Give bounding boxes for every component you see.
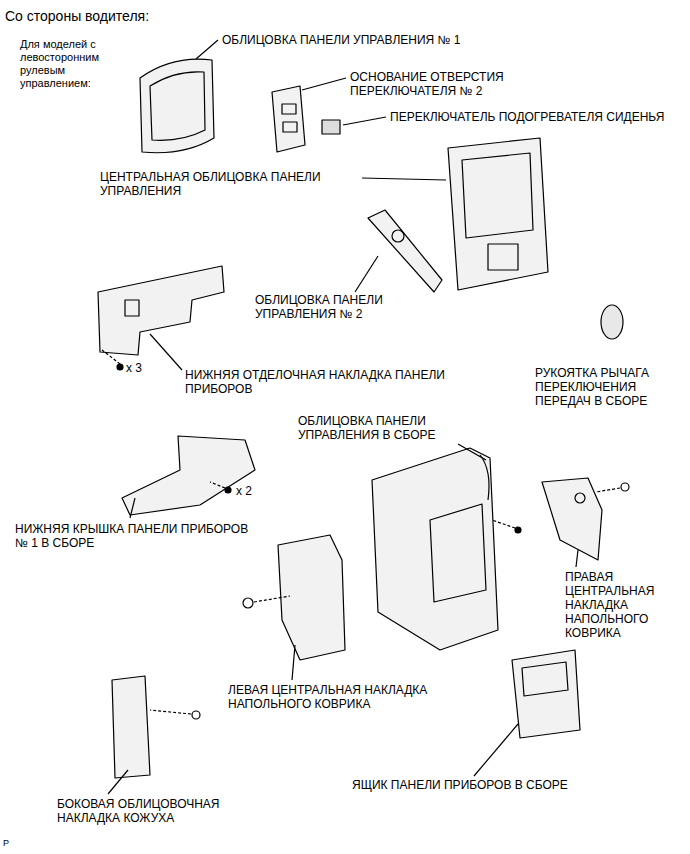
leader-line: [474, 724, 518, 776]
switch-base-2: [272, 86, 305, 152]
console-trim: [372, 448, 521, 650]
part-label: НИЖНЯЯ ОТДЕЛОЧНАЯ НАКЛАДКА ПАНЕЛИ ПРИБОР…: [185, 368, 475, 396]
lower-cover-1: [122, 436, 255, 515]
leader-line: [576, 550, 578, 567]
part-label: x 2: [236, 484, 276, 498]
gear-knob: [601, 305, 623, 339]
left-floor-trim: [243, 535, 345, 660]
part-label: РУКОЯТКА РЫЧАГА ПЕРЕКЛЮЧЕНИЯ ПЕРЕДАЧ В С…: [535, 366, 685, 408]
leader-line: [130, 498, 135, 518]
leader-line: [108, 770, 128, 794]
center-cluster-trim: [448, 138, 548, 290]
side-shroud: [112, 676, 200, 778]
panel-trim-1: [140, 59, 214, 153]
part-label: ЛЕВАЯ ЦЕНТРАЛЬНАЯ НАКЛАДКА НАПОЛЬНОГО КО…: [228, 683, 428, 711]
lower-finish-panel: [98, 266, 224, 370]
right-floor-trim: [542, 478, 629, 560]
part-label: ПРАВАЯ ЦЕНТРАЛЬНАЯ НАКЛАДКА НАПОЛЬНОГО К…: [565, 570, 685, 640]
leader-line: [292, 645, 295, 680]
part-label: ОБЛИЦОВКА ПАНЕЛИ УПРАВЛЕНИЯ № 1: [222, 33, 522, 47]
part-label: P: [3, 838, 23, 849]
part-label: x 3: [126, 361, 166, 375]
part-label: ОБЛИЦОВКА ПАНЕЛИ УПРАВЛЕНИЯ В СБОРЕ: [298, 414, 483, 442]
part-label: Для моделей с левосторонним рулевым упра…: [20, 38, 115, 90]
part-label: БОКОВАЯ ОБЛИЦОВОЧНАЯ НАКЛАДКА КОЖУХА: [57, 797, 267, 825]
leader-line: [150, 334, 182, 370]
seat-heater-switch: [322, 120, 340, 134]
part-label: ПЕРЕКЛЮЧАТЕЛЬ ПОДОГРЕВАТЕЛЯ СИДЕНЬЯ: [390, 110, 680, 124]
leader-line: [458, 444, 486, 460]
part-label: ОСНОВАНИЕ ОТВЕРСТИЯ ПЕРЕКЛЮЧАТЕЛЯ № 2: [350, 70, 590, 98]
leader-line: [355, 256, 378, 292]
glove-box: [512, 650, 580, 738]
leader-line: [362, 178, 446, 180]
leader-line: [302, 78, 346, 90]
part-label: ЯЩИК ПАНЕЛИ ПРИБОРОВ В СБОРЕ: [352, 778, 672, 792]
part-label: НИЖНЯЯ КРЫШКА ПАНЕЛИ ПРИБОРОВ № 1 В СБОР…: [15, 522, 250, 550]
leader-line: [343, 117, 386, 125]
view-title: Со стороны водителя:: [5, 8, 149, 24]
part-label: ОБЛИЦОВКА ПАНЕЛИ УПРАВЛЕНИЯ № 2: [255, 293, 405, 321]
panel-trim-2: [368, 210, 442, 292]
leader-line: [196, 40, 218, 59]
part-label: ЦЕНТРАЛЬНАЯ ОБЛИЦОВКА ПАНЕЛИ УПРАВЛЕНИЯ: [100, 170, 355, 198]
